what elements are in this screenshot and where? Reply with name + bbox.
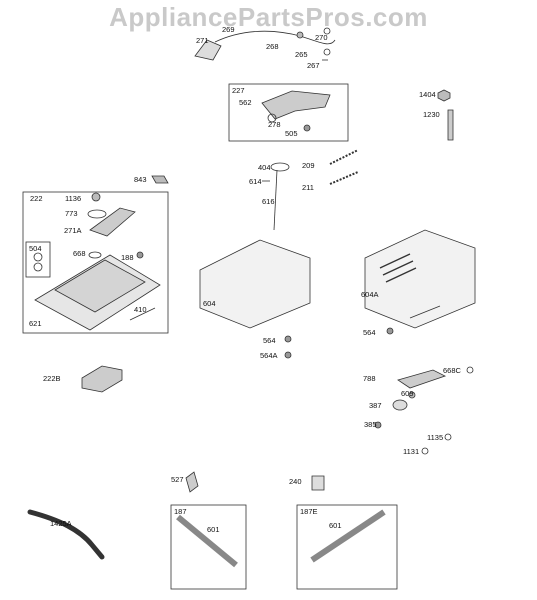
cap-240 — [311, 475, 325, 491]
part-label-222b[interactable]: 222B — [43, 374, 61, 383]
part-label-616[interactable]: 616 — [262, 197, 275, 206]
spring-211 — [329, 171, 359, 185]
gear-387 — [392, 399, 408, 411]
screw-385 — [374, 421, 382, 429]
part-label-271a[interactable]: 271A — [64, 226, 82, 235]
part-label-788[interactable]: 788 — [363, 374, 376, 383]
gear-609 — [408, 391, 416, 399]
group-label-504: 504 — [29, 244, 42, 253]
part-label-265[interactable]: 265 — [295, 50, 308, 59]
housing-604a-edge — [409, 305, 441, 319]
blower-housing-604 — [199, 239, 311, 329]
part-label-211[interactable]: 211 — [302, 183, 314, 192]
nut-1136 — [91, 192, 101, 202]
screw-564-mid — [284, 335, 292, 343]
link-410 — [129, 307, 156, 321]
part-label-209[interactable]: 209 — [302, 161, 315, 170]
part-label-668[interactable]: 668 — [73, 249, 86, 258]
group-box-187e — [296, 504, 398, 590]
group-box-227 — [228, 83, 349, 142]
part-label-601-b[interactable]: 601 — [329, 521, 342, 530]
washer-773 — [87, 209, 107, 219]
washer-278 — [267, 113, 277, 123]
bracket-222b — [81, 365, 123, 393]
part-label-564-right[interactable]: 564 — [363, 328, 376, 337]
part-label-1136[interactable]: 1136 — [65, 194, 82, 203]
washer-504-inner — [33, 252, 43, 262]
part-label-240[interactable]: 240 — [289, 477, 302, 486]
part-label-278[interactable]: 278 — [268, 120, 281, 129]
part-label-267[interactable]: 267 — [307, 61, 320, 70]
nut-505 — [303, 124, 311, 132]
throttle-lever-271 — [194, 39, 222, 61]
part-label-385[interactable]: 385 — [364, 420, 377, 429]
washer-504-inner2 — [33, 262, 43, 272]
part-label-527[interactable]: 527 — [171, 475, 184, 484]
part-label-609[interactable]: 609 — [401, 389, 414, 398]
nut-1404 — [437, 89, 451, 102]
tube-601-a — [176, 514, 238, 568]
part-label-604[interactable]: 604 — [203, 299, 216, 308]
part-label-269[interactable]: 269 — [222, 25, 235, 34]
part-label-562[interactable]: 562 — [239, 98, 252, 107]
spark-plug-1230 — [447, 109, 454, 141]
screw-188 — [136, 251, 144, 259]
part-label-668c[interactable]: 668C — [443, 366, 461, 375]
part-label-1135[interactable]: 1135 — [427, 433, 444, 442]
group-box-187 — [170, 504, 247, 590]
part-label-1425a[interactable]: 1425A — [50, 519, 72, 528]
part-label-1131[interactable]: 1131 — [403, 447, 420, 456]
part-label-270[interactable]: 270 — [315, 33, 328, 42]
nut-1131 — [421, 447, 429, 455]
washer-404 — [270, 162, 290, 172]
part-label-1230[interactable]: 1230 — [423, 110, 440, 119]
part-label-387[interactable]: 387 — [369, 401, 382, 410]
part-label-843[interactable]: 843 — [134, 175, 147, 184]
part-label-601-a[interactable]: 601 — [207, 525, 220, 534]
screw-564a — [284, 351, 292, 359]
group-label-227: 227 — [232, 86, 245, 95]
part-label-604a[interactable]: 604A — [361, 290, 379, 299]
spring-209 — [329, 149, 359, 165]
control-bracket-562 — [261, 90, 331, 120]
part-label-621[interactable]: 621 — [29, 319, 42, 328]
washer-668 — [88, 251, 102, 259]
group-label-222: 222 — [30, 194, 43, 203]
group-box-504 — [25, 241, 51, 278]
part-label-268[interactable]: 268 — [266, 42, 279, 51]
group-label-187: 187 — [174, 507, 187, 516]
clamp-527 — [185, 471, 199, 493]
pad-843 — [151, 175, 169, 184]
nut-1135 — [444, 433, 452, 441]
lever-271a — [89, 207, 136, 237]
blower-housing-604a — [364, 229, 476, 329]
housing-604a-fins — [379, 253, 417, 283]
part-label-188[interactable]: 188 — [121, 253, 134, 262]
part-label-271[interactable]: 271 — [196, 36, 209, 45]
part-label-410[interactable]: 410 — [134, 305, 147, 314]
part-label-564-mid[interactable]: 564 — [263, 336, 276, 345]
tube-601-b — [310, 509, 386, 563]
part-label-773[interactable]: 773 — [65, 209, 78, 218]
nut-668c — [466, 366, 474, 374]
nut-265 — [323, 48, 331, 56]
bracket-788 — [397, 369, 447, 389]
part-label-1404[interactable]: 1404 — [419, 90, 436, 99]
cable-clamp-270 — [323, 27, 331, 35]
bracket-body — [54, 259, 146, 313]
watermark: AppliancePartsPros.com — [109, 2, 428, 32]
governor-link-616 — [273, 169, 278, 231]
screw-564-right — [386, 327, 394, 335]
hose-1425a — [27, 509, 105, 560]
part-label-505[interactable]: 505 — [285, 129, 298, 138]
cable-end-268 — [296, 31, 304, 39]
part-label-564a[interactable]: 564A — [260, 351, 278, 360]
part-label-614[interactable]: 614 — [249, 177, 262, 186]
part-label-404[interactable]: 404 — [258, 163, 271, 172]
group-box-222 — [22, 191, 169, 334]
group-label-187e: 187E — [300, 507, 318, 516]
